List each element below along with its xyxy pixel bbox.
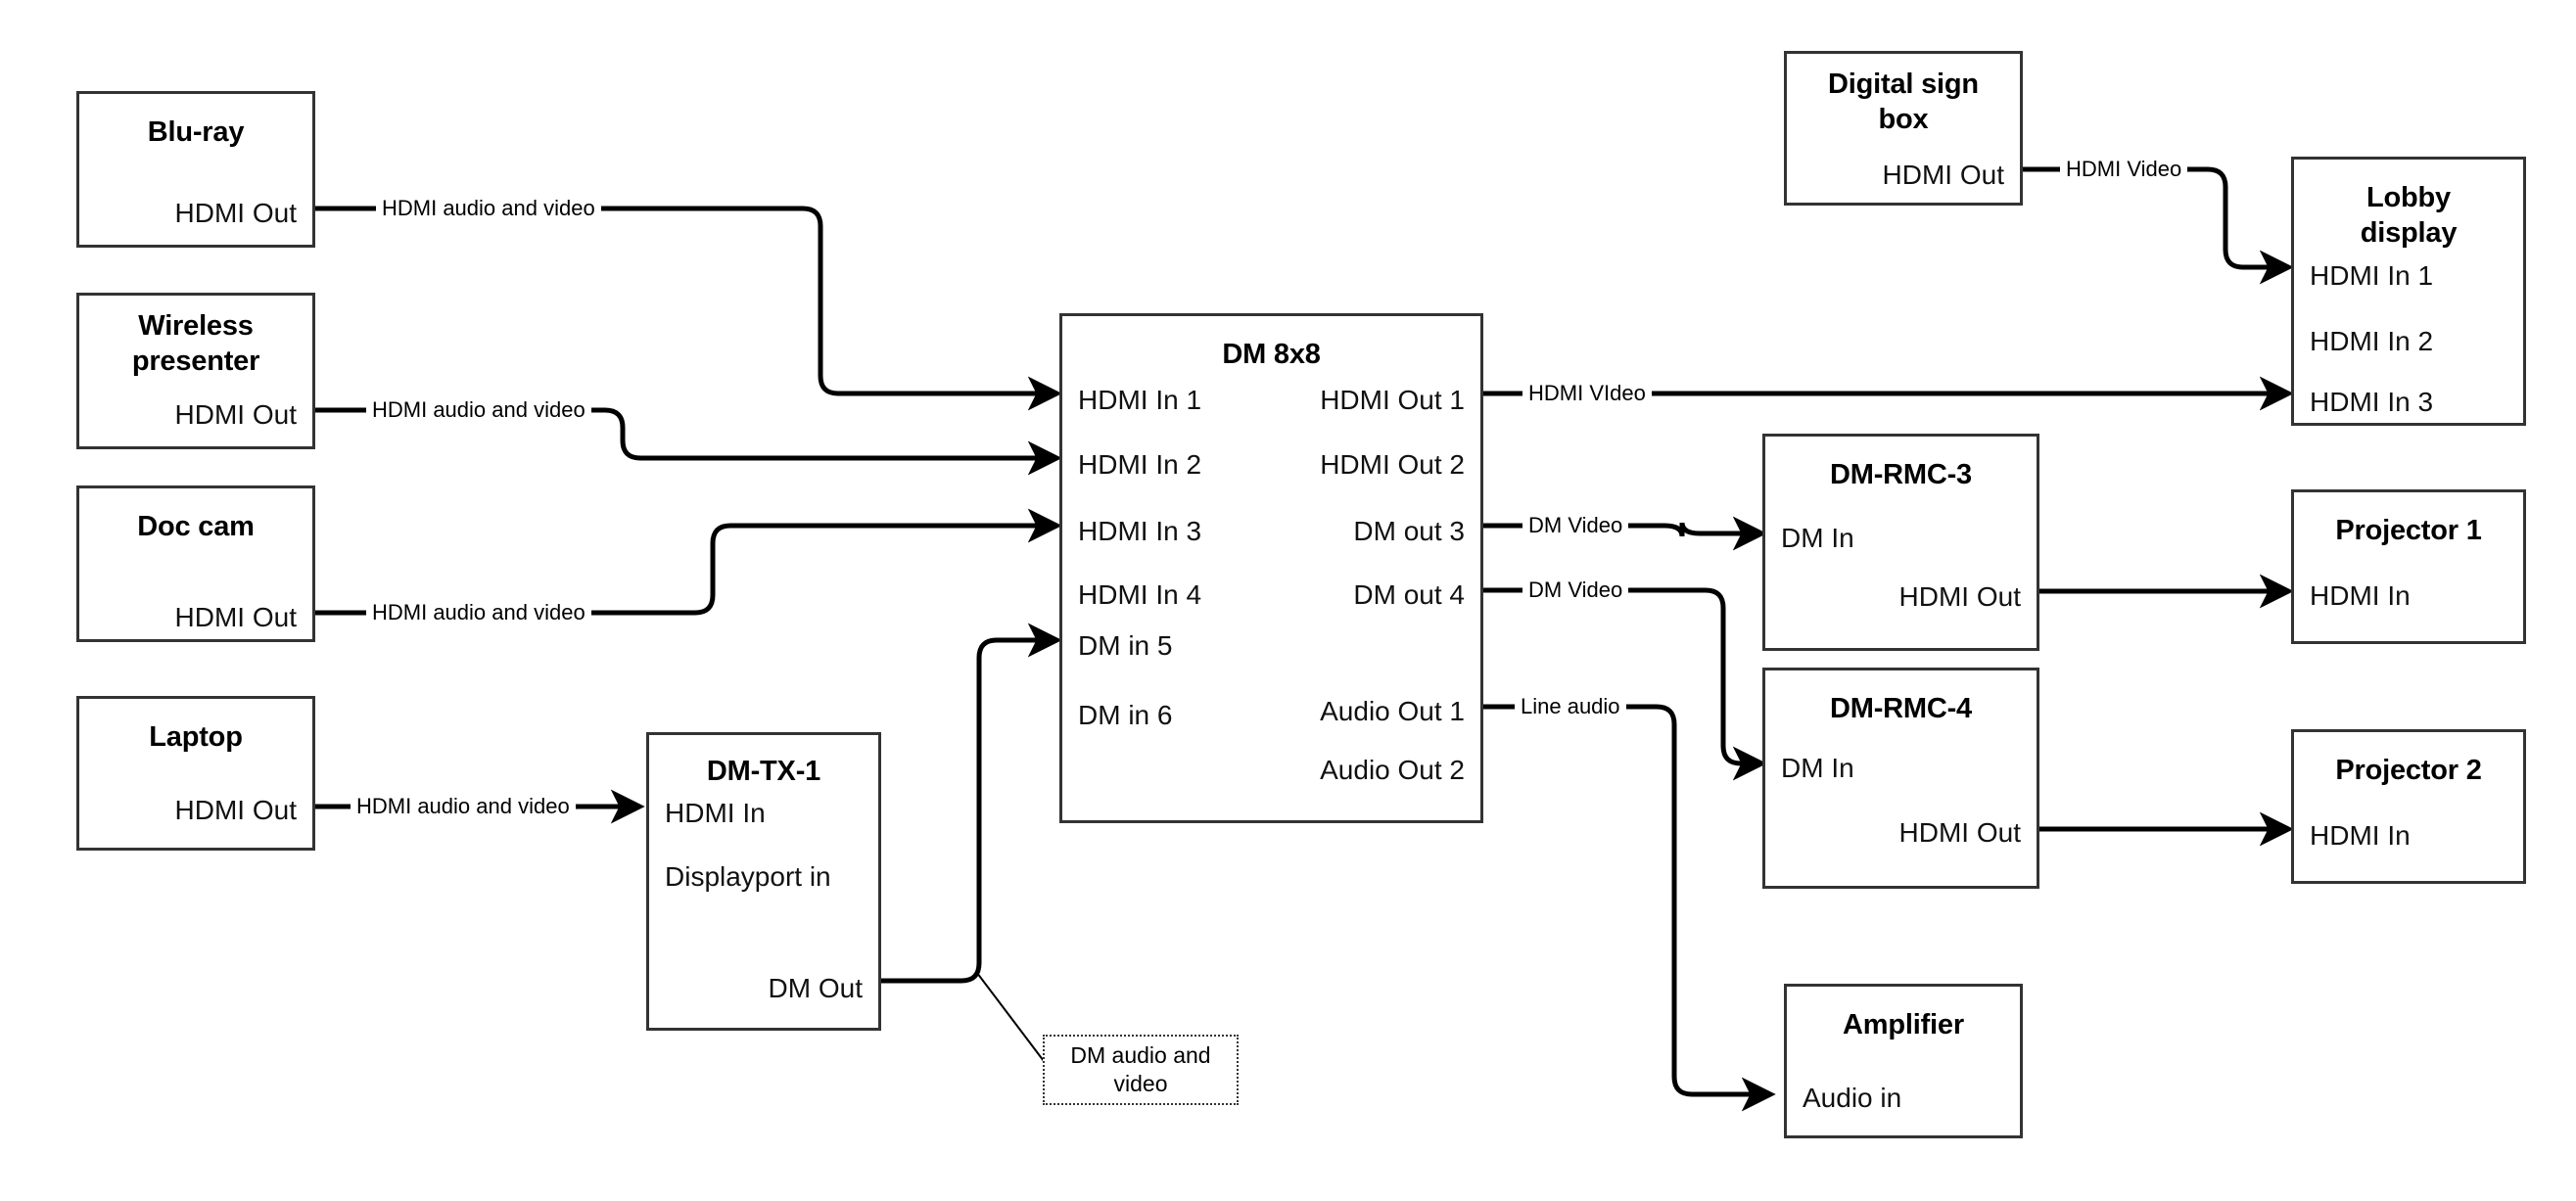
node-lobby-display-input-hdmi-in-1[interactable]: HDMI In 1 — [2310, 260, 2434, 291]
node-lobby-display-title-line2: display — [2360, 217, 2458, 249]
node-dm-tx-1-port-displayport-in[interactable]: Displayport in — [665, 861, 831, 892]
wire-label-digitalsign-to-lobby: HDMI Video — [2060, 159, 2188, 180]
node-digital-sign-box[interactable]: Digital sign box HDMI Out — [1784, 51, 2023, 206]
node-dm-8x8-input-dm-in-5[interactable]: DM in 5 — [1078, 630, 1173, 661]
node-digital-sign-box-title-line1: Digital sign — [1828, 69, 1979, 100]
node-laptop-port-hdmi-out[interactable]: HDMI Out — [174, 795, 297, 825]
wire-wireless-to-hdmi-in-2 — [315, 407, 1062, 476]
node-dm-tx-1[interactable]: DM-TX-1 HDMI In Displayport in DM Out — [646, 732, 881, 1031]
node-dm-8x8-output-hdmi-out-1[interactable]: HDMI Out 1 — [1320, 385, 1465, 415]
wire-label-hdmi-out-1-to-lobby: HDMI VIdeo — [1522, 383, 1652, 404]
node-dm-8x8-input-hdmi-in-1[interactable]: HDMI In 1 — [1078, 385, 1202, 415]
wire-dm-out-3-to-dmrmc3 — [1483, 516, 1767, 551]
node-dm-8x8-input-dm-in-6[interactable]: DM in 6 — [1078, 700, 1173, 730]
node-projector-2-port-hdmi-in[interactable]: HDMI In — [2310, 820, 2411, 851]
node-dm-8x8-output-audio-out-1[interactable]: Audio Out 1 — [1320, 696, 1465, 726]
node-bluray-port-hdmi-out[interactable]: HDMI Out — [174, 198, 297, 228]
node-wireless-presenter-port-hdmi-out[interactable]: HDMI Out — [174, 399, 297, 430]
node-dm-8x8-input-hdmi-in-4[interactable]: HDMI In 4 — [1078, 579, 1202, 610]
wire-dm-out-4-to-dmrmc4 — [1483, 587, 1767, 781]
node-projector-2-title: Projector 2 — [2335, 755, 2482, 786]
node-lobby-display-input-hdmi-in-2[interactable]: HDMI In 2 — [2310, 326, 2434, 356]
node-doc-cam-port-hdmi-out[interactable]: HDMI Out — [174, 602, 297, 632]
wire-label-bluray-to-hdmi-in-1: HDMI audio and video — [376, 198, 601, 219]
node-projector-1-title: Projector 1 — [2335, 515, 2482, 546]
node-lobby-display[interactable]: Lobby display HDMI In 1 HDMI In 2 HDMI I… — [2291, 157, 2526, 426]
wire-dmtx1-to-dm-in-5 — [881, 623, 1062, 984]
wire-label-wireless-to-hdmi-in-2: HDMI audio and video — [366, 399, 591, 421]
node-lobby-display-title-line1: Lobby — [2366, 182, 2451, 213]
node-wireless-presenter[interactable]: Wireless presenter HDMI Out — [76, 293, 315, 449]
node-dm-rmc-3-port-hdmi-out[interactable]: HDMI Out — [1898, 581, 2021, 612]
node-dm-8x8[interactable]: DM 8x8 HDMI In 1 HDMI In 2 HDMI In 3 HDM… — [1059, 313, 1483, 823]
wire-audio-out-1-to-amplifier — [1483, 704, 1776, 1112]
node-dm-8x8-output-dm-out-3[interactable]: DM out 3 — [1353, 516, 1465, 546]
node-digital-sign-box-title-line2: box — [1878, 104, 1929, 135]
node-dm-rmc-4-port-hdmi-out[interactable]: HDMI Out — [1898, 817, 2021, 848]
node-laptop-title: Laptop — [149, 721, 243, 753]
wire-digitalsign-to-lobby-hdmi-in-1 — [2020, 166, 2294, 285]
node-wireless-presenter-title-line1: Wireless — [138, 310, 254, 342]
node-wireless-presenter-title-line2: presenter — [131, 346, 260, 377]
wire-doccam-to-hdmi-in-3 — [315, 508, 1062, 616]
callout-dm-audio-and-video: DM audio and video — [1043, 1035, 1239, 1105]
node-amplifier[interactable]: Amplifier Audio in — [1784, 984, 2023, 1138]
node-dm-8x8-output-dm-out-4[interactable]: DM out 4 — [1353, 579, 1465, 610]
node-lobby-display-input-hdmi-in-3[interactable]: HDMI In 3 — [2310, 387, 2434, 417]
node-dm-rmc-4[interactable]: DM-RMC-4 DM In HDMI Out — [1762, 668, 2039, 889]
node-projector-1-port-hdmi-in[interactable]: HDMI In — [2310, 580, 2411, 611]
node-dm-8x8-output-hdmi-out-2[interactable]: HDMI Out 2 — [1320, 449, 1465, 480]
node-bluray[interactable]: Blu-ray HDMI Out — [76, 91, 315, 248]
node-dm-rmc-3-title: DM-RMC-3 — [1830, 459, 1972, 490]
node-amplifier-port-audio-in[interactable]: Audio in — [1803, 1083, 1902, 1113]
node-dm-rmc-4-title: DM-RMC-4 — [1830, 693, 1972, 724]
node-dm-8x8-input-hdmi-in-3[interactable]: HDMI In 3 — [1078, 516, 1202, 546]
node-doc-cam[interactable]: Doc cam HDMI Out — [76, 485, 315, 642]
node-dm-8x8-output-audio-out-2[interactable]: Audio Out 2 — [1320, 755, 1465, 785]
wire-label-audio-out-1-to-amplifier: Line audio — [1515, 696, 1626, 717]
node-dm-tx-1-port-hdmi-in[interactable]: HDMI In — [665, 798, 766, 828]
node-dm-tx-1-title: DM-TX-1 — [706, 756, 821, 787]
callout-leader-line — [976, 972, 1045, 1062]
node-laptop[interactable]: Laptop HDMI Out — [76, 696, 315, 851]
node-projector-2[interactable]: Projector 2 HDMI In — [2291, 729, 2526, 884]
wire-bluray-to-hdmi-in-1 — [315, 206, 1062, 411]
wire-label-dm-out-3-to-dmrmc3: DM Video — [1522, 515, 1629, 536]
wire-label-dm-out-4-to-dmrmc4: DM Video — [1522, 579, 1629, 601]
wire-label-laptop-to-dmtx1: HDMI audio and video — [351, 796, 576, 817]
callout-dm-audio-and-video-text: DM audio and video — [1070, 1042, 1211, 1096]
node-dm-8x8-input-hdmi-in-2[interactable]: HDMI In 2 — [1078, 449, 1202, 480]
node-amplifier-title: Amplifier — [1843, 1009, 1964, 1040]
node-dm-8x8-title: DM 8x8 — [1222, 339, 1321, 370]
node-dm-rmc-3-port-dm-in[interactable]: DM In — [1781, 523, 1854, 553]
node-bluray-title: Blu-ray — [147, 116, 245, 148]
node-projector-1[interactable]: Projector 1 HDMI In — [2291, 489, 2526, 644]
node-dm-tx-1-port-dm-out[interactable]: DM Out — [768, 973, 863, 1003]
node-doc-cam-title: Doc cam — [137, 511, 255, 542]
node-digital-sign-box-port-hdmi-out[interactable]: HDMI Out — [1882, 160, 2004, 190]
wire-label-doccam-to-hdmi-in-3: HDMI audio and video — [366, 602, 591, 624]
node-dm-rmc-4-port-dm-in[interactable]: DM In — [1781, 753, 1854, 783]
node-dm-rmc-3[interactable]: DM-RMC-3 DM In HDMI Out — [1762, 434, 2039, 651]
